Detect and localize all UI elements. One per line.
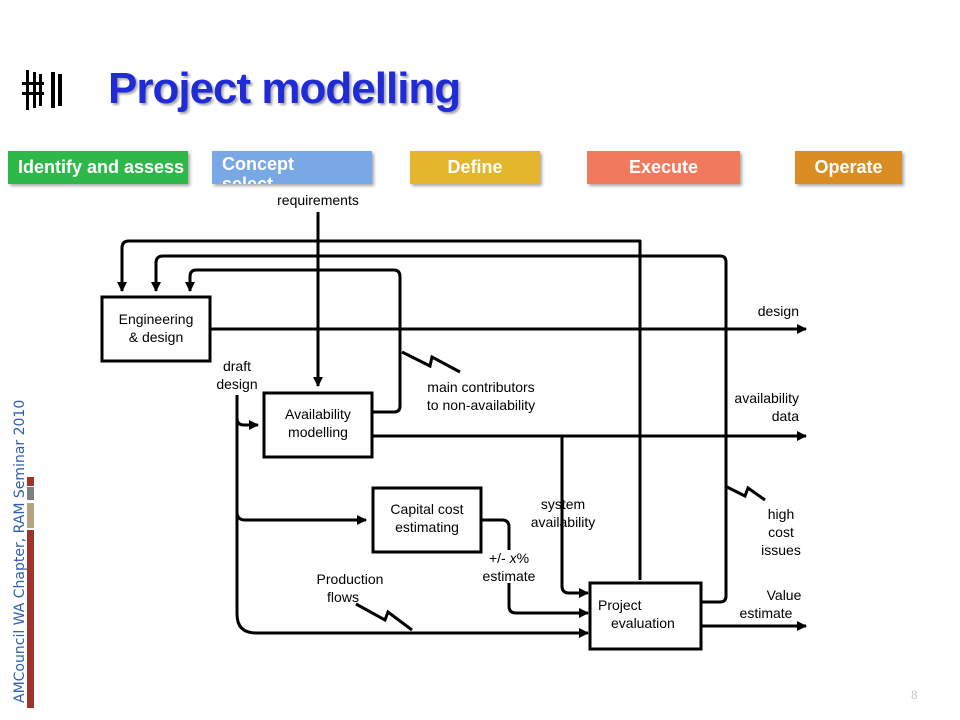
availability-modelling-box xyxy=(262,391,374,459)
box-label: & design xyxy=(129,329,183,345)
phase-operate: Operate xyxy=(795,151,902,184)
value-feedback-arrow xyxy=(151,254,728,604)
draft-to-availability-arrow xyxy=(235,417,259,430)
phase-execute: Execute xyxy=(587,151,740,184)
requirements-label: requirements xyxy=(277,192,359,208)
design-output-label: design xyxy=(758,303,799,319)
side-bar-segment xyxy=(27,530,34,708)
side-bar-segment xyxy=(27,477,34,486)
estimate-label: +/- x% xyxy=(489,550,529,566)
main-contributors-label: to non-availability xyxy=(427,397,535,413)
box-label: modelling xyxy=(288,424,348,440)
page-number: 8 xyxy=(911,688,918,702)
value-estimate-label: Value xyxy=(767,587,802,603)
capital-out-line xyxy=(481,518,511,550)
estimate-word-label: estimate xyxy=(483,568,536,584)
phase-label: Define xyxy=(447,157,503,177)
high-cost-label: issues xyxy=(761,542,801,558)
value-estimate-label: estimate xyxy=(740,605,793,621)
box-label: estimating xyxy=(395,519,459,535)
box-label: Capital cost xyxy=(390,501,463,517)
high-cost-label: high xyxy=(768,506,794,522)
main-contributors-label: main contributors xyxy=(427,379,534,395)
draft-to-capital-arrow xyxy=(235,511,367,525)
lightning-production xyxy=(355,602,413,632)
draft-design-label: draft xyxy=(223,358,251,374)
system-availability-label: system xyxy=(541,496,585,512)
project-evaluation-box xyxy=(588,581,703,651)
engineering-design-box xyxy=(100,295,212,363)
lightning-non-availability xyxy=(401,350,461,374)
capital-cost-box xyxy=(371,486,483,554)
phase-label: Identify and assess xyxy=(18,157,185,177)
high-cost-label: cost xyxy=(768,524,794,540)
draft-design-arrow xyxy=(235,395,589,638)
phase-identify-assess: Identify and assess xyxy=(8,151,188,184)
system-availability-arrow xyxy=(560,437,589,598)
phase-define: Define xyxy=(410,151,540,184)
draft-design-label: design xyxy=(216,376,257,392)
side-bar-segment xyxy=(27,503,34,528)
phase-concept-select: Concept select xyxy=(212,151,372,184)
page-title: Project modelling xyxy=(108,64,461,113)
estimate-x: x xyxy=(509,550,518,566)
lightning-cost-issues xyxy=(726,485,766,502)
box-label: Project xyxy=(598,597,642,613)
production-flows-label: flows xyxy=(327,589,359,605)
box-label: Engineering xyxy=(119,311,194,327)
availability-data-label: data xyxy=(772,408,799,424)
estimate-prefix: +/- xyxy=(489,550,510,566)
availability-data-label: availability xyxy=(734,390,799,406)
estimate-suffix: % xyxy=(517,550,529,566)
evaluation-feedback-arrow xyxy=(117,239,642,580)
phase-label: Operate xyxy=(814,157,883,177)
phase-label: Concept select xyxy=(222,154,294,184)
phase-label: Execute xyxy=(628,157,699,177)
logo-icon xyxy=(22,70,62,110)
side-bar-segment xyxy=(27,487,34,500)
capital-estimate-arrow xyxy=(507,583,589,618)
production-flows-label: Production xyxy=(317,571,384,587)
box-label: evaluation xyxy=(611,615,675,631)
availability-feedback-arrow xyxy=(185,268,402,414)
system-availability-label: availability xyxy=(531,514,596,530)
box-label: Availability xyxy=(285,406,351,422)
